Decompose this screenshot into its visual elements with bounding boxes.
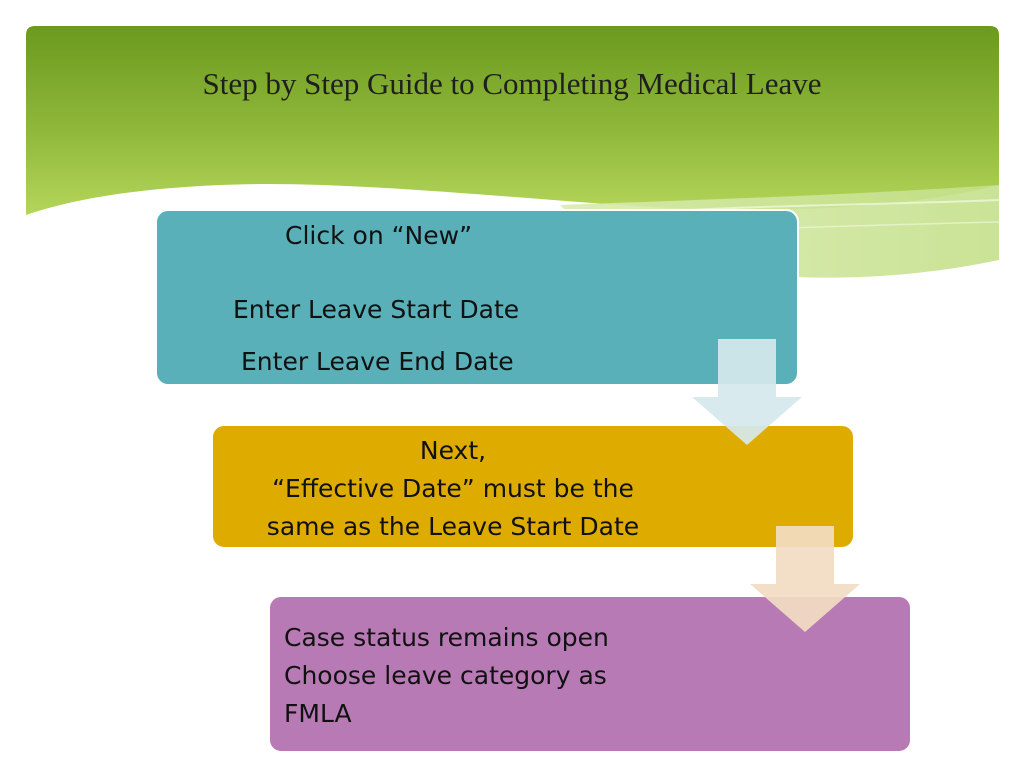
step-2-line-3: same as the Leave Start Date [266,512,640,541]
step-2-box: Next, “Effective Date” must be the same … [211,424,855,549]
down-arrow-icon [750,526,860,632]
down-arrow-icon [692,339,802,445]
step-2-text: Next, “Effective Date” must be the same … [213,432,693,546]
step-3-text: Case status remains open Choose leave ca… [284,619,609,733]
step-3-line-1: Case status remains open [284,623,609,652]
header-background [26,26,1000,278]
slide-title: Step by Step Guide to Completing Medical… [202,66,822,101]
step-3-line-3: FMLA [284,699,352,728]
step-2-line-1: Next, [419,436,487,465]
step-1-line-2: Enter Leave Start Date [233,295,520,324]
step-1-box: Click on “New” Enter Leave Start Date En… [155,209,799,386]
step-3-line-2: Choose leave category as [284,661,607,690]
step-3-box: Case status remains open Choose leave ca… [268,595,912,753]
step-1-line-1: Click on “New” [285,221,473,250]
step-1-line-3: Enter Leave End Date [241,347,514,376]
step-2-line-2: “Effective Date” must be the [272,474,634,503]
